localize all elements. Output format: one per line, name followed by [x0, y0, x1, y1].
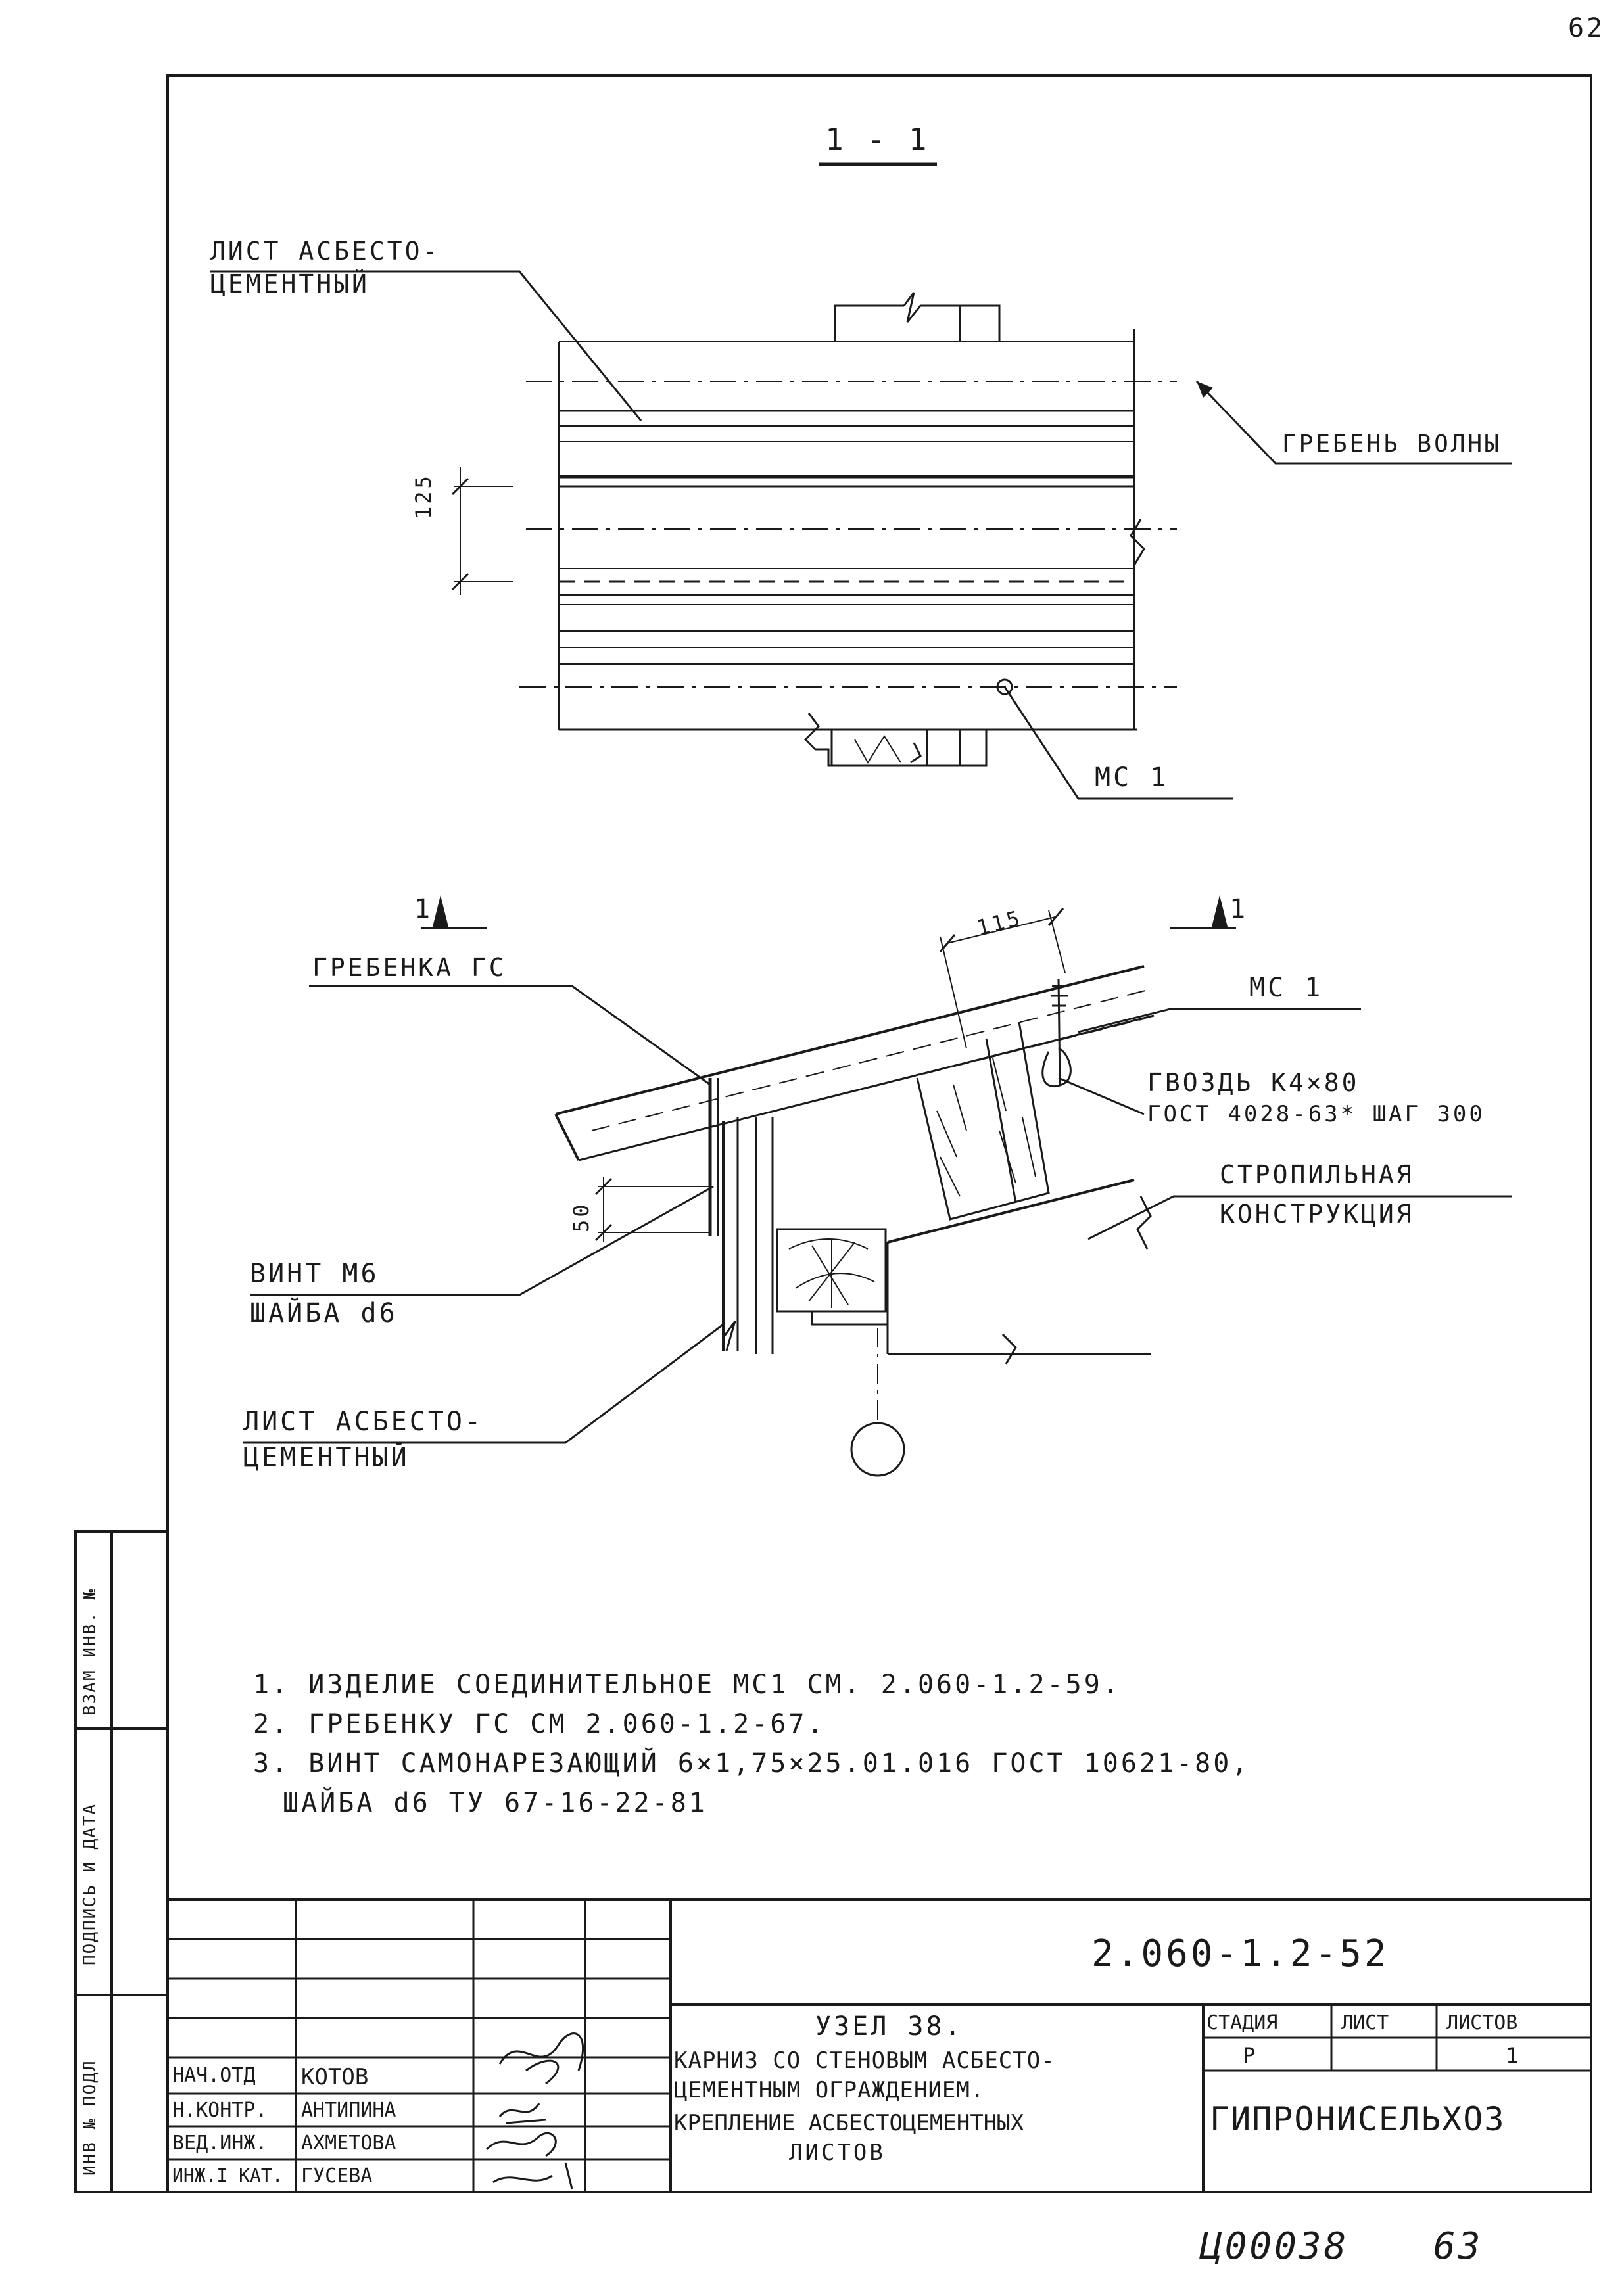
section-label: 1 - 1 — [825, 122, 930, 157]
dimension-50: 50 — [569, 1202, 594, 1232]
staff-name-4: ГУСЕВА — [301, 2165, 373, 2188]
callout-mc1-top: МС 1 — [1095, 762, 1169, 793]
sheet-header: ЛИСТ — [1341, 2011, 1389, 2034]
note-3: 3. ВИНТ САМОНАРЕЗАЮЩИЙ 6×1,75×25.01.016 … — [253, 1748, 1251, 1779]
doc-code: 2.060-1.2-52 — [1091, 1933, 1389, 1975]
callout-sheet-bottom-2: ЦЕМЕНТНЫЙ — [243, 1443, 410, 1473]
note-2: 2. ГРЕБЕНКУ ГС СМ 2.060-1.2-67. — [253, 1709, 826, 1739]
callout-rafter-2: КОНСТРУКЦИЯ — [1220, 1200, 1414, 1229]
staff-role-4: ИНЖ.I КАТ. — [172, 2165, 283, 2186]
dimension-125: 125 — [411, 473, 436, 519]
signature-antipina — [498, 2103, 546, 2124]
callout-rafter-1: СТРОПИЛЬНАЯ — [1220, 1160, 1414, 1189]
archive-code: Ц00038 — [1200, 2225, 1349, 2268]
title-line-2: КАРНИЗ СО СТЕНОВЫМ АСБЕСТО- — [674, 2048, 1055, 2074]
signature-kotov — [498, 2032, 584, 2085]
staff-role-2: Н.КОНТР. — [172, 2099, 268, 2122]
organization-name: ГИПРОНИСЕЛЬХОЗ — [1210, 2100, 1506, 2138]
side-stamp-field-3: ИНВ № ПОДЛ — [80, 2059, 100, 2176]
callout-comb: ГРЕБЕНКА ГС — [312, 953, 507, 982]
callout-nail-1: ГВОЗДЬ К4×80 — [1147, 1068, 1360, 1097]
sheets-header: ЛИСТОВ — [1446, 2011, 1518, 2034]
page-number-top: 62 — [1568, 13, 1606, 43]
cut-mark-right: 1 — [1229, 894, 1249, 924]
title-line-5: ЛИСТОВ — [789, 2140, 886, 2166]
side-stamp-field-1: ВЗАМ ИНВ. № — [80, 1587, 100, 1716]
signature-guseva — [492, 2162, 573, 2190]
sheet-frame — [166, 74, 1592, 2193]
staff-name-2: АНТИПИНА — [301, 2099, 396, 2122]
side-stamp-frame — [74, 1530, 169, 2193]
note-4: ШАЙБА d6 ТУ 67-16-22-81 — [283, 1788, 707, 1818]
title-line-1: УЗЕЛ 38. — [815, 2011, 963, 2042]
sheets-value: 1 — [1506, 2043, 1519, 2068]
page-number-bottom: 63 — [1433, 2225, 1483, 2268]
callout-sheet-bottom-1: ЛИСТ АСБЕСТО- — [243, 1407, 484, 1437]
callout-mc1-bottom: МС 1 — [1249, 973, 1324, 1003]
title-line-3: ЦЕМЕНТНЫМ ОГРАЖДЕНИЕМ. — [674, 2077, 985, 2103]
callout-sheet-top-1: ЛИСТ АСБЕСТО- — [210, 237, 441, 266]
staff-role-3: ВЕД.ИНЖ. — [172, 2132, 268, 2155]
callout-sheet-top-2: ЦЕМЕНТНЫЙ — [210, 269, 370, 298]
staff-name-3: АХМЕТОВА — [301, 2132, 396, 2155]
callout-wave-crest: ГРЕБЕНЬ ВОЛНЫ — [1282, 431, 1502, 457]
staff-role-1: НАЧ.ОТД — [172, 2064, 256, 2087]
staff-name-1: КОТОВ — [301, 2064, 369, 2090]
signature-akhmetova — [485, 2132, 557, 2157]
callout-screw-1: ВИНТ М6 — [250, 1259, 379, 1289]
note-1: 1. ИЗДЕЛИЕ СОЕДИНИТЕЛЬНОЕ МС1 СМ. 2.060-… — [253, 1670, 1121, 1700]
stage-header: СТАДИЯ — [1206, 2011, 1278, 2034]
stage-value: Р — [1243, 2043, 1256, 2068]
cut-mark-left: 1 — [414, 894, 433, 924]
callout-nail-2: ГОСТ 4028-63* ШАГ 300 — [1147, 1101, 1485, 1127]
title-line-4: КРЕПЛЕНИЕ АСБЕСТОЦЕМЕНТНЫХ — [674, 2110, 1024, 2136]
callout-screw-2: ШАЙБА d6 — [250, 1298, 398, 1328]
side-stamp-field-2: ПОДПИСЬ И ДАТА — [80, 1802, 100, 1965]
